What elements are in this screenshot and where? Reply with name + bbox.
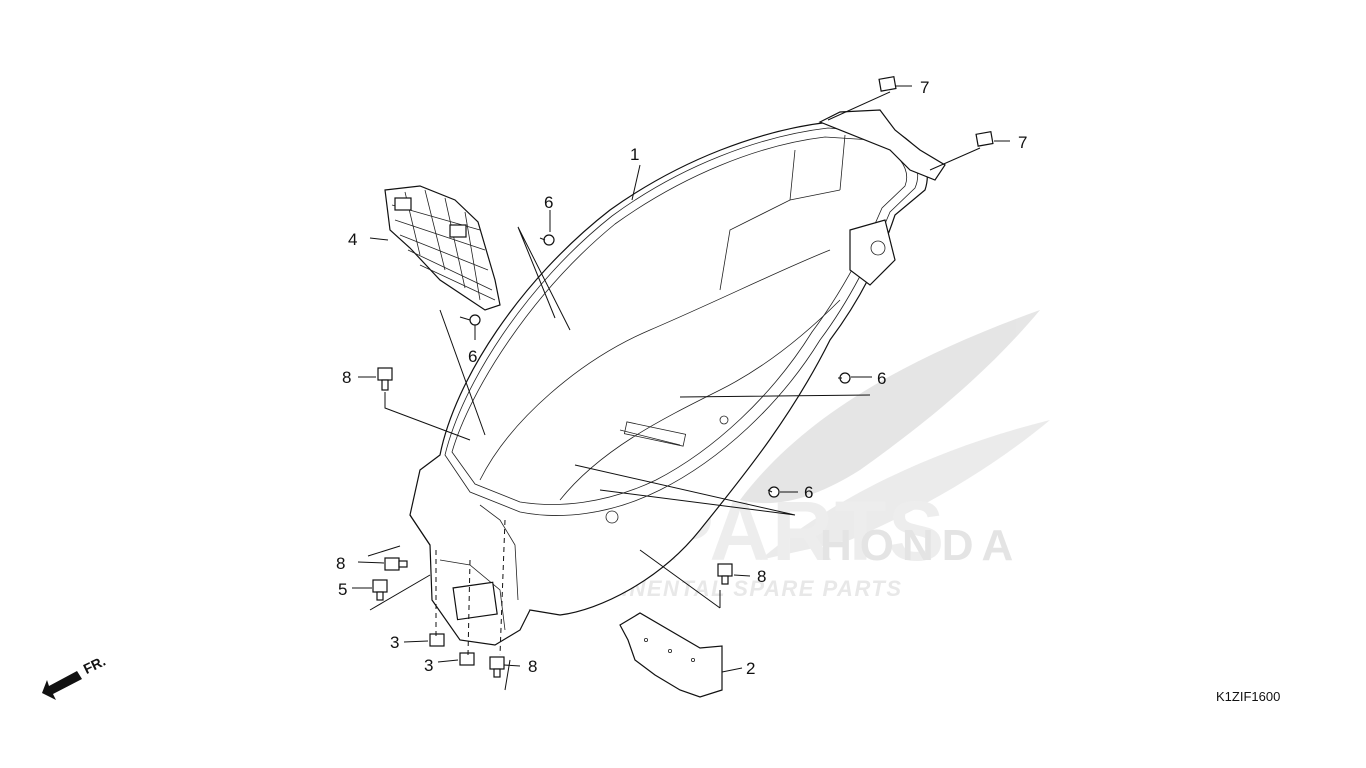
part-2-lower-cover[interactable] bbox=[619, 612, 723, 698]
fasteners bbox=[372, 76, 994, 678]
callout-6-a[interactable]: 6 bbox=[544, 193, 553, 212]
part-8-bolt-d[interactable] bbox=[489, 656, 505, 678]
callout-labels: 1 2 3 3 4 5 6 6 6 6 7 7 8 8 8 8 bbox=[336, 78, 1027, 678]
callout-4[interactable]: 4 bbox=[348, 230, 357, 249]
callout-7-a[interactable]: 7 bbox=[920, 78, 929, 97]
callout-8-c[interactable]: 8 bbox=[757, 567, 766, 586]
callout-2[interactable]: 2 bbox=[746, 659, 755, 678]
part-7-clip-nut-b[interactable] bbox=[975, 131, 994, 147]
watermark-honda-text: HONDA bbox=[820, 521, 1021, 570]
diagram-code: K1ZIF1600 bbox=[1216, 689, 1280, 704]
part-3-clip-a[interactable] bbox=[429, 633, 445, 647]
front-arrow-icon bbox=[42, 671, 82, 700]
callout-7-b[interactable]: 7 bbox=[1018, 133, 1027, 152]
callout-3-a[interactable]: 3 bbox=[390, 633, 399, 652]
leader-lines bbox=[352, 85, 1010, 691]
callout-8-d[interactable]: 8 bbox=[528, 657, 537, 676]
part-6-screw-b[interactable] bbox=[459, 314, 481, 326]
part-7-clip-nut-a[interactable] bbox=[878, 76, 897, 92]
part-4-grille-cover[interactable] bbox=[384, 185, 501, 311]
part-3-clip-b[interactable] bbox=[459, 652, 475, 666]
front-arrow-label: FR. bbox=[81, 653, 108, 677]
callout-6-c[interactable]: 6 bbox=[877, 369, 886, 388]
callout-8-a[interactable]: 8 bbox=[342, 368, 351, 387]
callout-5[interactable]: 5 bbox=[338, 580, 347, 599]
callout-8-b[interactable]: 8 bbox=[336, 554, 345, 573]
callout-6-b[interactable]: 6 bbox=[468, 347, 477, 366]
callout-1[interactable]: 1 bbox=[630, 145, 639, 164]
part-8-bolt-a[interactable] bbox=[377, 367, 393, 391]
part-6-screw-d[interactable] bbox=[767, 486, 780, 498]
part-8-bolt-c[interactable] bbox=[717, 563, 733, 585]
part-5-bolt[interactable] bbox=[372, 579, 388, 601]
watermark-honda-wing bbox=[740, 310, 1050, 560]
callout-3-b[interactable]: 3 bbox=[424, 656, 433, 675]
part-6-screw-c[interactable] bbox=[838, 372, 851, 384]
part-6-screw-a[interactable] bbox=[539, 234, 555, 246]
callout-6-d[interactable]: 6 bbox=[804, 483, 813, 502]
part-8-bolt-b[interactable] bbox=[384, 557, 408, 571]
front-direction-arrow: FR. bbox=[42, 653, 108, 700]
